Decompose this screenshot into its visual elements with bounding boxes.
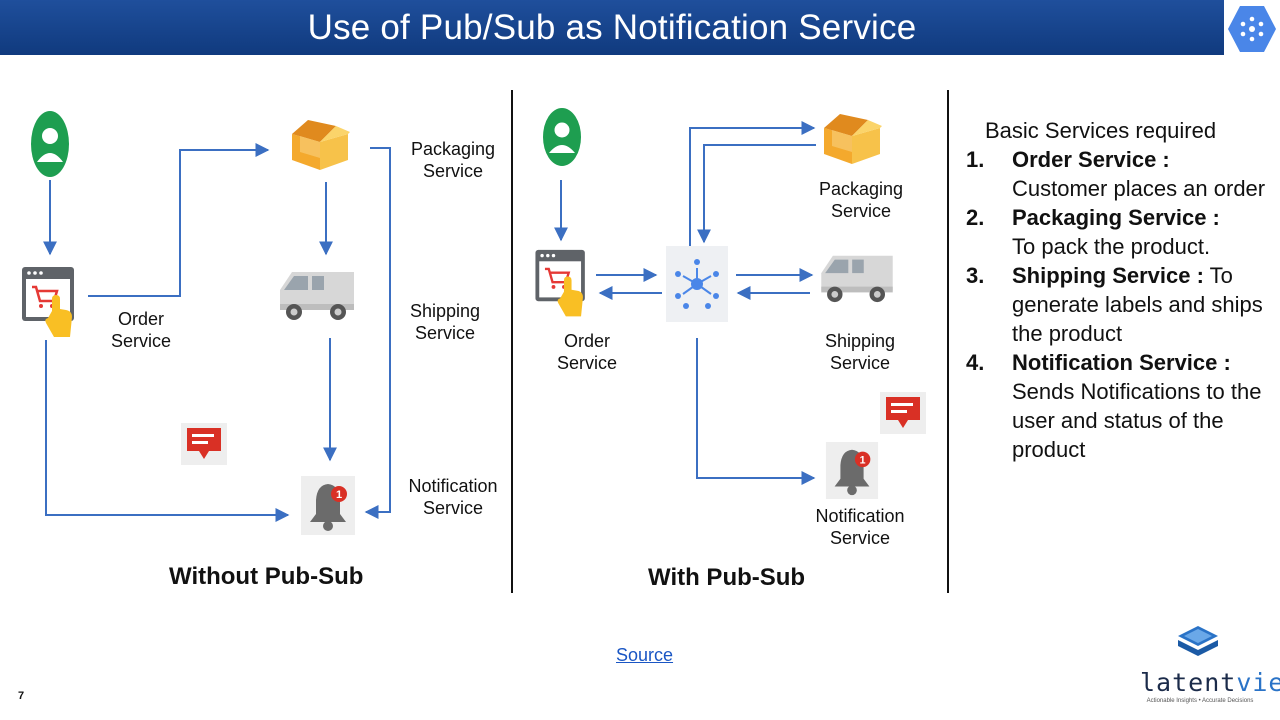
source-link[interactable]: Source [616, 645, 674, 665]
arrow-pubsub-to-notification [696, 338, 816, 485]
logo-wordmark: latentview [1140, 668, 1280, 697]
services-list: 1. Order Service : Customer places an or… [966, 145, 1266, 464]
arrow-packaging-to-notification [364, 147, 391, 519]
without-pubsub-caption: Without Pub-Sub [169, 563, 364, 590]
user-icon [543, 108, 581, 166]
message-icon [181, 423, 227, 465]
arrow-order-to-packaging [88, 143, 270, 297]
divider-left [511, 90, 513, 593]
message-icon [880, 392, 926, 434]
svg-text:1: 1 [860, 454, 866, 466]
shopping-cart-icon [535, 249, 585, 317]
services-panel: Basic Services required 1. Order Service… [966, 116, 1266, 464]
service-item-order: 1. Order Service : Customer places an or… [966, 147, 1266, 201]
latentview-logo: latentview Actionable Insights • Accurat… [1140, 624, 1280, 714]
divider-right [947, 90, 949, 593]
van-icon [280, 272, 354, 320]
with-pubsub-caption: With Pub-Sub [648, 564, 806, 591]
bell-icon: 1 [825, 442, 879, 499]
bell-icon: 1 [301, 476, 355, 535]
page-number: 7 [18, 690, 25, 702]
arrow-packaging-to-pubsub [697, 144, 816, 244]
logo-tagline: Actionable Insights • Accurate Decisions [1146, 698, 1254, 704]
service-item-notification: 4. Notification Service : Sends Notifica… [966, 350, 1262, 462]
shopping-cart-icon [22, 267, 74, 337]
arrow-pubsub-to-packaging [689, 121, 816, 250]
service-item-shipping: 3. Shipping Service : To generate labels… [966, 263, 1263, 346]
arrow-order-to-notification [45, 340, 290, 522]
title-bar: Use of Pub/Sub as Notification Service [0, 0, 1224, 55]
pubsub-icon [666, 246, 728, 322]
box-icon [824, 114, 882, 164]
services-heading: Basic Services required [985, 118, 1217, 143]
van-icon [821, 255, 893, 303]
svg-text:1: 1 [336, 489, 342, 501]
service-item-packaging: 2. Packaging Service : To pack the produ… [966, 205, 1220, 259]
user-icon [31, 111, 69, 177]
box-icon [292, 120, 350, 170]
slide-title: Use of Pub/Sub as Notification Service [307, 7, 917, 47]
latentview-logo-icon [1178, 626, 1218, 656]
pubsub-logo-icon [1228, 6, 1276, 52]
